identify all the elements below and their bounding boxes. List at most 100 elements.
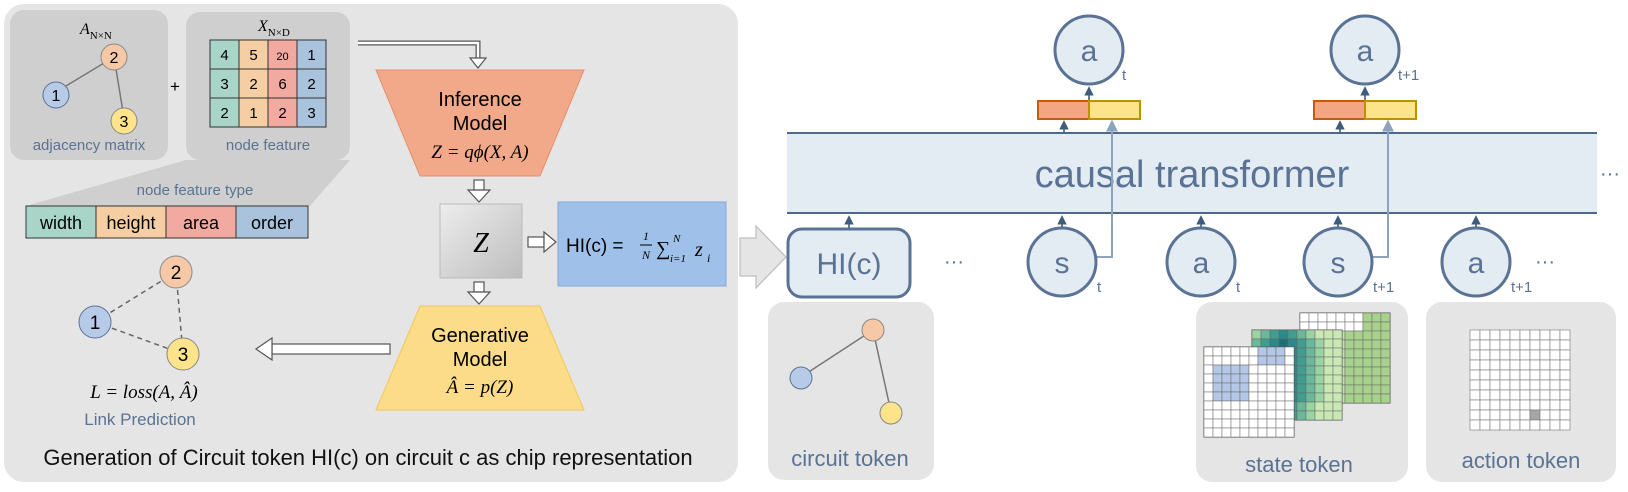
generative-model: Generative Model Â = p(Z) xyxy=(375,305,585,411)
state-grid-teal-cell xyxy=(1332,392,1343,403)
inference-model: Inference Model Z = qϕ(X, A) xyxy=(375,69,585,177)
state-grid-green-cell xyxy=(1380,393,1391,404)
feature-cell xyxy=(296,97,327,128)
state-grid-teal-cell xyxy=(1314,365,1325,376)
action-grid-cell xyxy=(1539,419,1551,431)
state-grid-blue-cell xyxy=(1230,355,1241,366)
plus-sign: + xyxy=(170,77,180,96)
state-grid-blue-cell xyxy=(1203,355,1214,366)
action-grid-cell xyxy=(1519,369,1531,381)
state-grid-green-cell xyxy=(1371,375,1382,386)
state-grid-green-cell xyxy=(1344,375,1355,386)
hi-formula-sum-bottom: i=1 xyxy=(670,253,686,265)
input-token-st1-symbol: s xyxy=(1331,247,1346,280)
state-grid-blue-cell xyxy=(1257,373,1268,384)
circuit-edge-1-2 xyxy=(800,329,874,378)
state-grid-blue-cell xyxy=(1212,382,1223,393)
action-grid-cell xyxy=(1469,409,1481,421)
state-grid-green-cell xyxy=(1344,393,1355,404)
hi-formula-lhs: HI(c) = xyxy=(566,236,624,257)
state-grid-blue-cell xyxy=(1239,364,1250,375)
output-token-t-symbol: a xyxy=(1081,35,1098,68)
action-grid-cell xyxy=(1529,339,1541,351)
action-grid-cell xyxy=(1499,419,1511,431)
action-grid-cell xyxy=(1479,369,1491,381)
state-grid-blue-cell xyxy=(1257,400,1268,411)
state-grid-blue-cell xyxy=(1266,355,1277,366)
action-grid-cell xyxy=(1519,349,1531,361)
state-grid-teal-cell xyxy=(1323,410,1334,421)
hi-token-box xyxy=(786,227,912,299)
state-grid-blue-cell xyxy=(1266,427,1277,438)
arrow-generative-to-link xyxy=(254,336,391,362)
action-token-caption: action token xyxy=(1462,448,1581,473)
state-grid-blue-cell xyxy=(1230,391,1241,402)
state-grid-blue-cell xyxy=(1203,373,1214,384)
adjacency-matrix-card: AN×N 2 1 3 adjacency matrix xyxy=(10,10,168,160)
action-grid-cell xyxy=(1509,419,1521,431)
state-grid-green-cell xyxy=(1371,357,1382,368)
state-grid-teal-cell xyxy=(1296,338,1307,349)
state-grid-blue-cell xyxy=(1239,418,1250,429)
link-edge-1-2 xyxy=(94,271,177,323)
inference-model-formula: Z = qϕ(X, A) xyxy=(431,142,528,163)
action-grid-cell xyxy=(1469,329,1481,341)
action-grid-cell xyxy=(1469,399,1481,411)
state-grid-blue-cell xyxy=(1275,355,1286,366)
circuit-node-3 xyxy=(879,401,903,425)
state-grid-blue-cell xyxy=(1275,364,1286,375)
hi-token-label: HI(c) xyxy=(817,248,882,281)
action-grid-cell xyxy=(1509,389,1521,401)
action-grid-cell xyxy=(1479,399,1491,411)
state-grid-green-cell xyxy=(1371,339,1382,350)
input-token-at-symbol: a xyxy=(1193,247,1210,280)
state-grid-blue-cell xyxy=(1284,373,1295,384)
right-panel: causal transformer ··· a t a t+1 HI( xyxy=(768,14,1620,482)
output-token-t1-symbol: a xyxy=(1357,35,1374,68)
action-grid-cell xyxy=(1469,419,1481,431)
state-grid-green-cell xyxy=(1353,330,1364,341)
state-grid-blue-cell xyxy=(1239,346,1250,357)
state-grid-teal-cell xyxy=(1305,374,1316,385)
action-grid-cell xyxy=(1559,399,1571,411)
state-grid-blue-cell xyxy=(1203,427,1214,438)
output-token-t1: a t+1 xyxy=(1313,14,1419,132)
state-grid-blue-cell xyxy=(1221,346,1232,357)
feature-cell-value: 2 xyxy=(278,105,286,122)
action-grid-cell xyxy=(1529,419,1541,431)
state-grid-blue-cell xyxy=(1203,346,1214,357)
state-grid-green-cell xyxy=(1380,330,1391,341)
feature-cell-value: 5 xyxy=(249,47,257,64)
action-grid-cell xyxy=(1499,399,1511,411)
state-grid-green-cell xyxy=(1353,393,1364,404)
state-grid-blue-cell xyxy=(1221,427,1232,438)
state-grid-blue-cell xyxy=(1266,409,1277,420)
state-grid-blue-cell xyxy=(1203,400,1214,411)
output-token-t-sub: t xyxy=(1122,67,1127,84)
action-grid-cell xyxy=(1529,369,1541,381)
hi-formula-term: z xyxy=(694,239,703,261)
state-grid-blue-cell xyxy=(1239,355,1250,366)
action-grid-cell xyxy=(1549,399,1561,411)
link-prediction-graph: 2 1 3 L = loss(A, Â) Link Prediction xyxy=(78,255,200,429)
state-grid-green-cell xyxy=(1344,339,1355,350)
state-grid-teal-cell xyxy=(1305,347,1316,358)
link-node-3 xyxy=(166,337,200,371)
state-grid-blue-cell xyxy=(1239,382,1250,393)
action-grid-cell xyxy=(1539,409,1551,421)
state-grid-green-cell xyxy=(1344,321,1355,332)
state-grid-teal-cell xyxy=(1332,374,1343,385)
state-grid-blue-cell xyxy=(1248,409,1259,420)
state-grid-blue-cell xyxy=(1248,364,1259,375)
state-grid-green-cell xyxy=(1353,348,1364,359)
state-grid-blue-cell xyxy=(1239,400,1250,411)
generative-model-title-2: Model xyxy=(453,349,507,371)
link-node-2-label: 2 xyxy=(171,263,182,284)
state-grid-blue-cell xyxy=(1284,400,1295,411)
state-grid-green-cell xyxy=(1344,348,1355,359)
action-grid-cell xyxy=(1489,359,1501,371)
inference-model-title-2: Model xyxy=(453,113,507,135)
state-grid-blue-cell xyxy=(1257,382,1268,393)
state-grid-green-cell xyxy=(1353,321,1364,332)
latent-z-box xyxy=(439,203,523,279)
